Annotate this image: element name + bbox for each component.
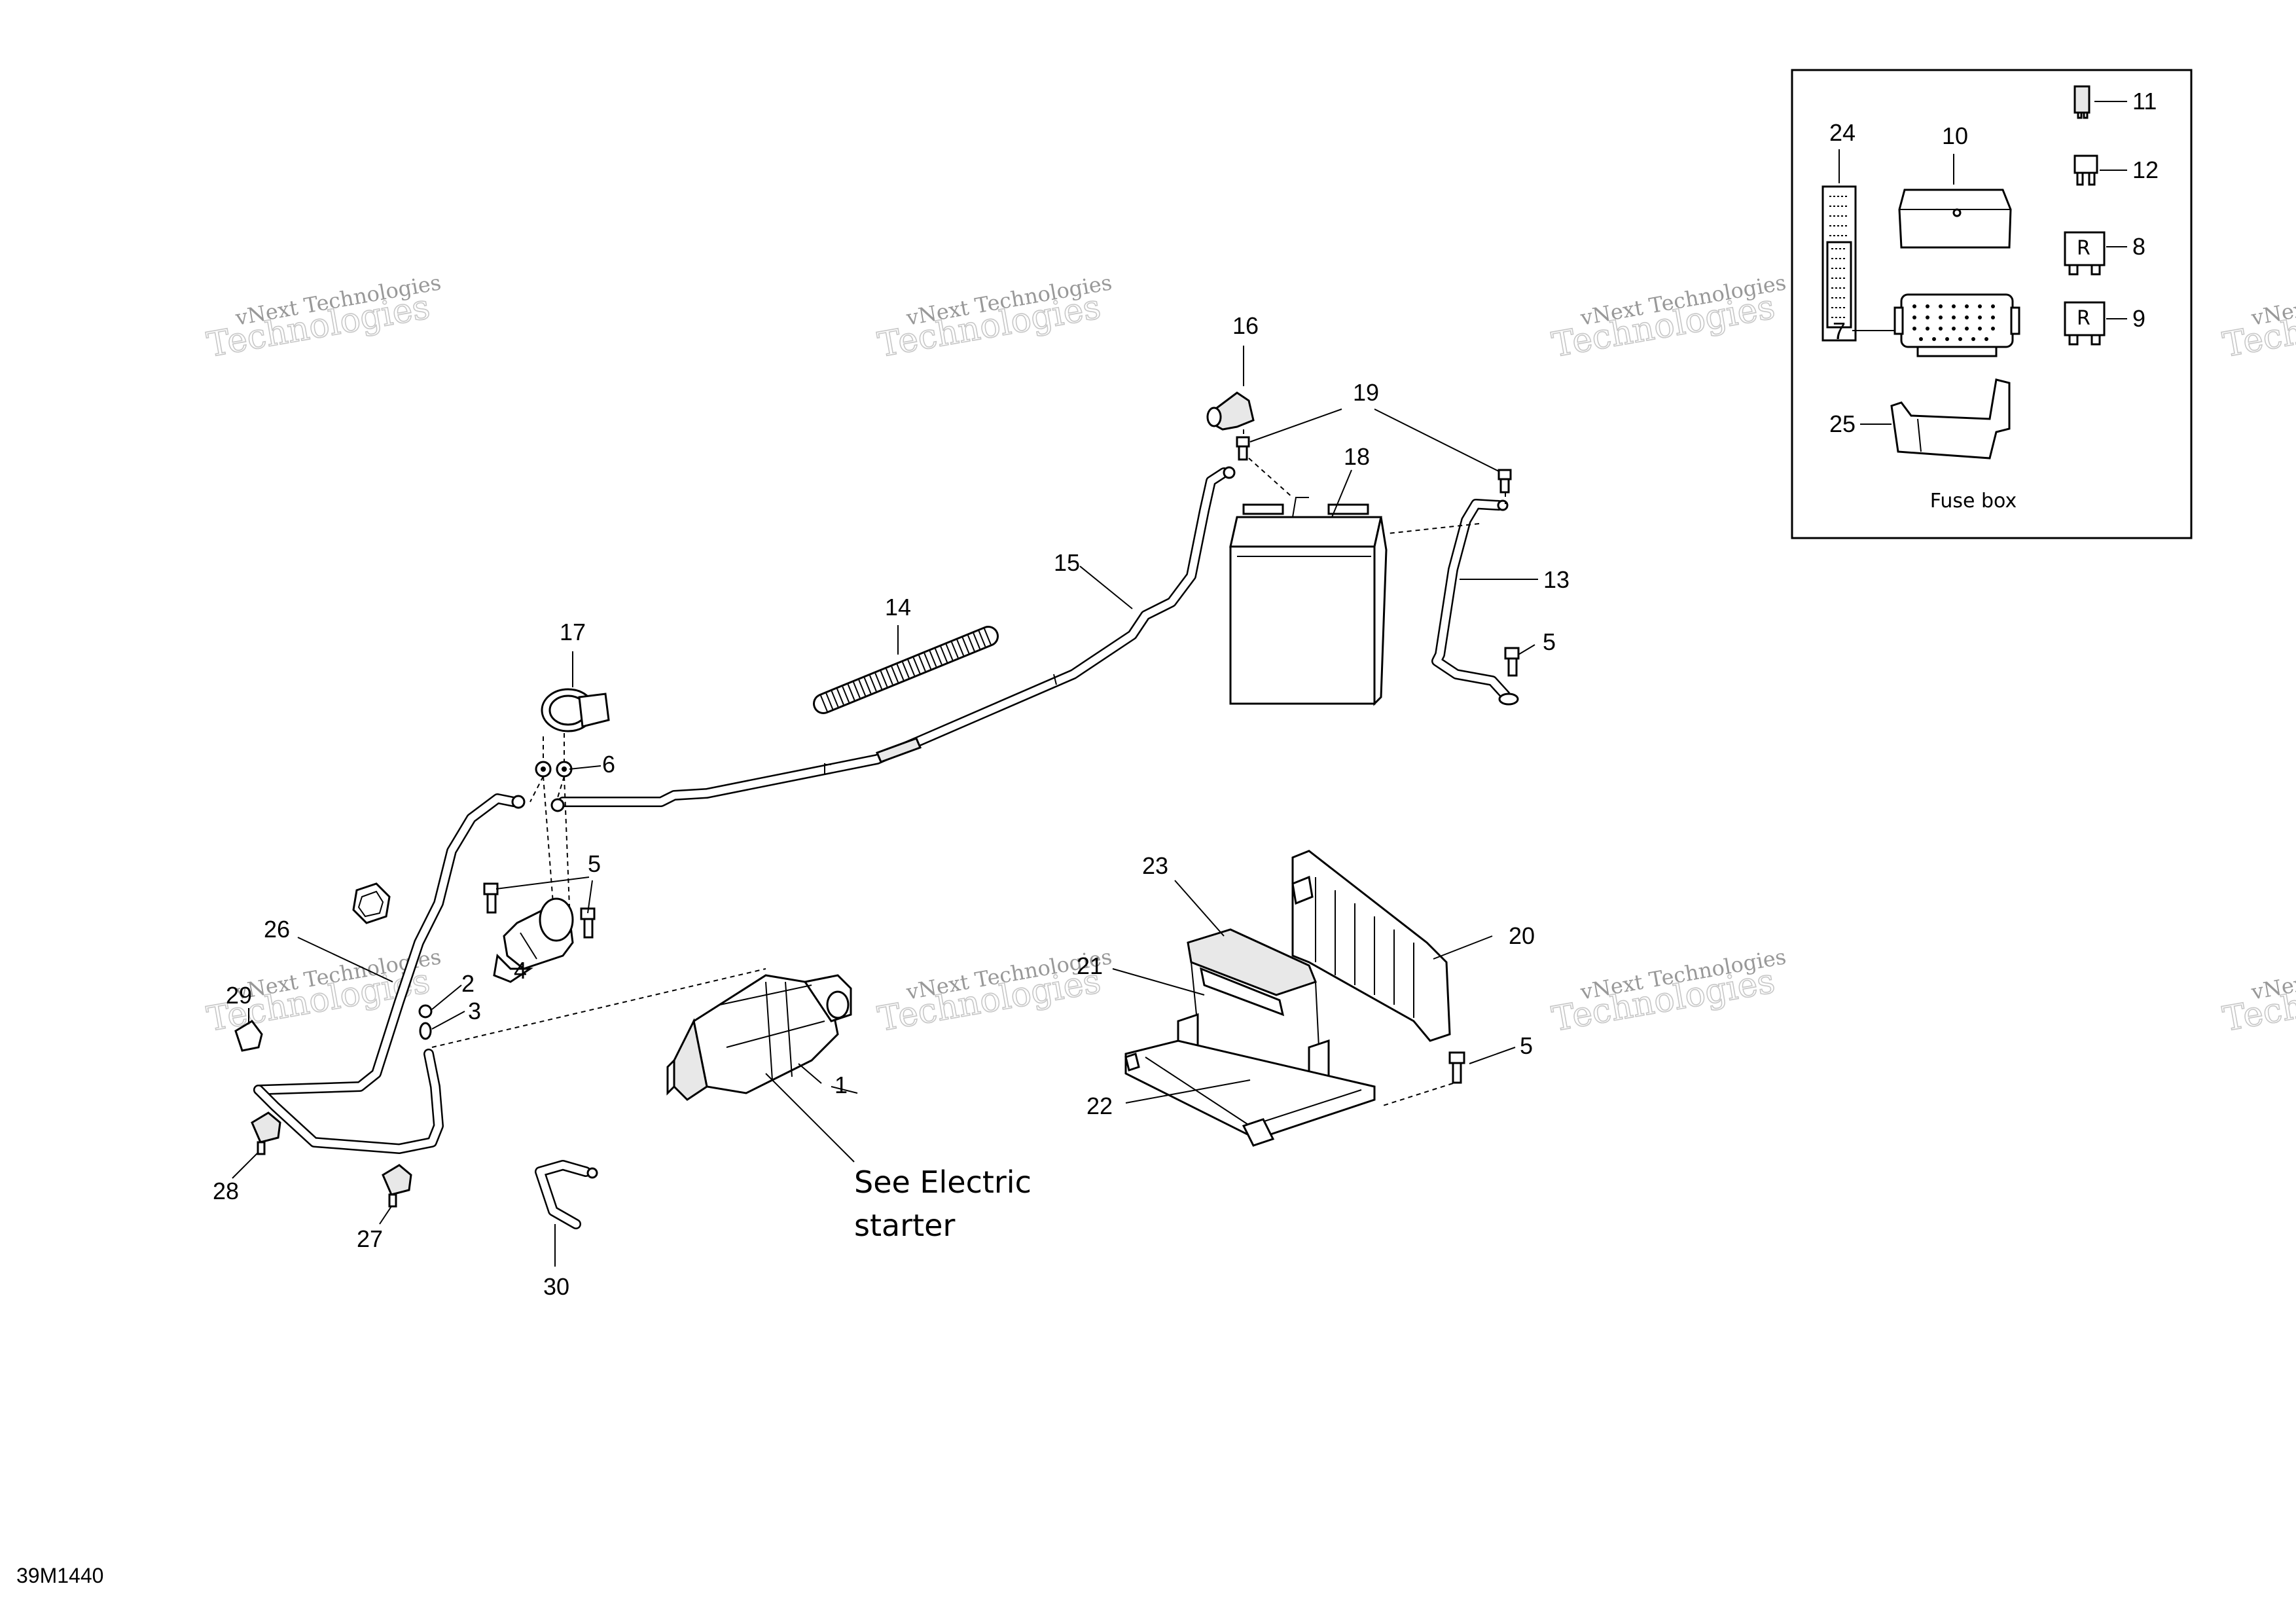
washer-3 <box>419 1022 432 1040</box>
clamp-28 <box>251 1111 281 1155</box>
starter-1 <box>431 968 852 1101</box>
callout: 20 <box>1509 922 1535 949</box>
callout: 6 <box>602 751 615 778</box>
watermark: Technologies vNext Technologies <box>204 270 443 365</box>
callout: 14 <box>885 594 911 621</box>
callout: 11 <box>2132 88 2157 115</box>
callout: 5 <box>1520 1032 1533 1059</box>
callout: 27 <box>357 1225 383 1252</box>
fuse-11 <box>2073 85 2090 119</box>
callout: 18 <box>1344 443 1370 470</box>
callout: 19 <box>1353 379 1379 406</box>
callout: 15 <box>1054 549 1080 576</box>
callout: 9 <box>2132 305 2145 332</box>
watermark: Technologies vNext Technologies <box>2219 270 2296 365</box>
jumper-30 <box>535 1160 598 1229</box>
fuse-box-panel: R R Fuse box <box>1791 69 2193 539</box>
fuse-box-7 <box>1893 293 2020 357</box>
conduit-14 <box>813 626 999 714</box>
ground-cable <box>253 1049 444 1154</box>
note-line-1: See Electric <box>854 1164 1031 1200</box>
callout: 1 <box>834 1072 848 1098</box>
callout: 4 <box>514 957 527 984</box>
battery-18 <box>1229 497 1388 706</box>
terminal-boot-16 <box>1206 391 1255 440</box>
callout: 21 <box>1077 952 1103 979</box>
fuse-box-cover-10 <box>1898 189 2012 249</box>
fuse-box-label: Fuse box <box>1930 490 2017 513</box>
callout: 30 <box>543 1273 569 1300</box>
watermark: Technologies vNext Technologies <box>1549 944 1788 1039</box>
drawing-code: 39M1440 <box>16 1564 103 1587</box>
nut-2 <box>418 1004 433 1019</box>
terminal-bolts-19 <box>1236 436 1512 534</box>
watermark: Technologies vNext Technologies <box>2219 944 2296 1039</box>
callouts: 16 19 18 13 5 15 14 17 6 5 4 26 2 3 29 2… <box>213 88 2159 1300</box>
relay-mark: R <box>2077 307 2090 330</box>
cap-17 <box>541 688 610 732</box>
callout: 13 <box>1543 566 1570 593</box>
bolt-5-tray <box>1380 1051 1465 1107</box>
callout: 28 <box>213 1178 239 1204</box>
leader-lines <box>232 101 2127 1267</box>
bracket-25 <box>1890 378 2011 460</box>
grommet-26 <box>352 882 391 924</box>
callout: 26 <box>264 916 290 943</box>
callout: 23 <box>1142 852 1168 879</box>
callout: 12 <box>2132 156 2159 183</box>
watermark: Technologies vNext Technologies <box>874 270 1114 365</box>
connector-24 <box>1821 185 1857 342</box>
callout: 24 <box>1829 119 1856 146</box>
bolt-5-battery <box>1504 647 1520 677</box>
callout: 2 <box>461 970 475 997</box>
callout: 25 <box>1829 410 1856 437</box>
fuse-12 <box>2073 154 2098 186</box>
battery-tray-22 <box>1124 1039 1376 1147</box>
relay-8: R <box>2064 231 2106 276</box>
nuts-6 <box>529 733 573 803</box>
callout: 7 <box>1833 317 1846 344</box>
bolts-5-solenoid <box>483 882 596 939</box>
watermark: Technologies vNext Technologies <box>1549 270 1788 365</box>
battery-cover-20 <box>1291 850 1451 1042</box>
relay-9: R <box>2064 301 2106 346</box>
watermark-text: vNext Technologies <box>2249 270 2296 331</box>
negative-cable <box>1431 499 1519 706</box>
callout: 8 <box>2132 233 2145 260</box>
watermark-text: vNext Technologies <box>2249 944 2296 1005</box>
note-line-2: starter <box>854 1208 955 1243</box>
relay-mark: R <box>2077 237 2090 260</box>
callout: 16 <box>1232 312 1259 339</box>
clamp-27 <box>382 1164 412 1208</box>
positive-cable <box>558 466 1236 807</box>
callout: 5 <box>588 850 601 877</box>
solenoid-4 <box>493 776 574 983</box>
callout: 3 <box>468 998 481 1024</box>
callout: 10 <box>1942 122 1968 149</box>
callout: 5 <box>1543 628 1556 655</box>
callout: 17 <box>560 619 586 645</box>
solenoid-cable <box>253 793 565 1095</box>
callout: 29 <box>226 982 252 1009</box>
starter-note: See Electric starter <box>854 1164 1031 1243</box>
callout: 22 <box>1086 1092 1113 1119</box>
